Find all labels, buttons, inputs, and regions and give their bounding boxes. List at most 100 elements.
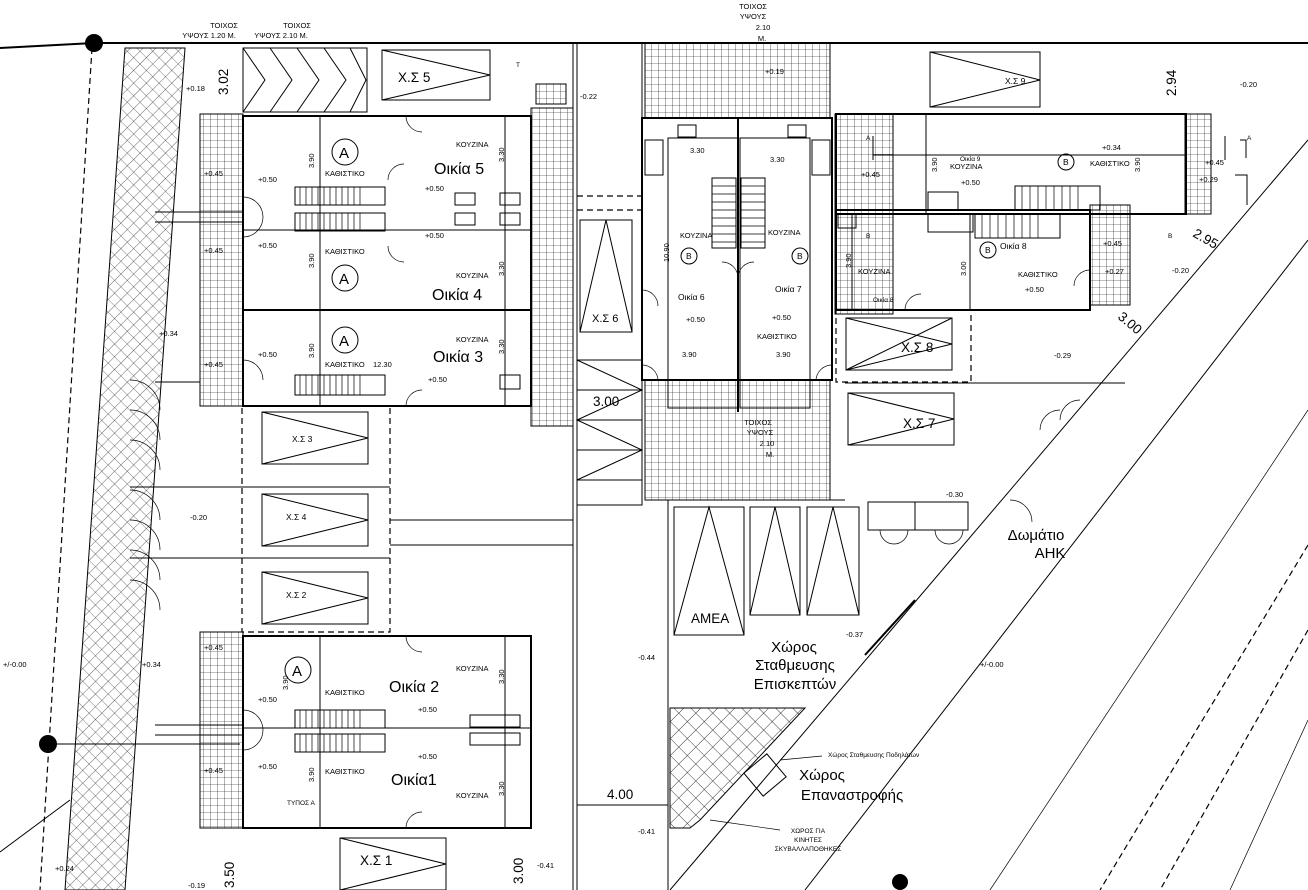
leader-lines (709, 755, 823, 831)
houses-6-7-block (641, 117, 833, 412)
dim-3-90-a: 3.90 (682, 350, 697, 359)
house-3-label: Οικία 3 (433, 349, 483, 366)
top-hatch (242, 47, 368, 113)
level-24b: +0.50 (425, 184, 444, 193)
bins-label-2: ΚΙΝΗΤΕΣ (794, 837, 822, 844)
left-gates (129, 211, 243, 736)
dim-3-30-h1: 3.30 (497, 781, 506, 796)
house-8-label-small: Οικία 8 (873, 296, 894, 304)
level-24d: +0.50 (258, 241, 277, 250)
type-a-note: ΤΥΠΟΣ Α (287, 800, 316, 807)
level-16: -0.30 (946, 490, 963, 499)
house-5-label: Οικία 5 (434, 161, 484, 178)
dim-3-30-h3: 3.30 (497, 339, 506, 354)
level-24c: +0.50 (425, 231, 444, 240)
dim-3-90-h9: 3.90 (930, 157, 939, 172)
right-parking (835, 51, 1125, 446)
dim-10-90: 10.90 (662, 243, 671, 262)
level-11d: +0.50 (1025, 285, 1044, 294)
living-8: ΚΑΘΙΣΤΙΚΟ (1018, 270, 1058, 279)
dim-2-94: 2.94 (1164, 69, 1179, 96)
living-5: ΚΑΘΙΣΤΙΚΟ (325, 169, 365, 178)
turning-area-1: Χώρος (799, 767, 845, 784)
wall-top-3: 2.10 (756, 23, 771, 32)
turning-area-2: Επαναστροφής (801, 787, 903, 804)
section-b-left: B (866, 233, 870, 240)
level-6: +0.45 (1205, 158, 1224, 167)
dim-3-00-h8: 3.00 (959, 261, 968, 276)
houses-8-9-block (835, 113, 1248, 311)
paving-areas (199, 42, 1212, 829)
kitchen-9: ΚΟΥΖΙΝΑ (950, 162, 982, 171)
level-2: -0.22 (580, 92, 597, 101)
dim-3-00-mid: 3.00 (593, 394, 619, 409)
level-13: +0.34 (159, 329, 178, 338)
dim-3-90-h5: 3.90 (307, 153, 316, 168)
kitchen-5: ΚΟΥΖΙΝΑ (456, 140, 488, 149)
wall-mid-3: 2.10 (760, 439, 775, 448)
dim-3-90-b: 3.90 (776, 350, 791, 359)
wall-120-label-1: ΤΟΙΧΟΣ (210, 21, 238, 30)
kitchen-2: ΚΟΥΖΙΝΑ (456, 664, 488, 673)
kitchen-8: ΚΟΥΖΙΝΑ (858, 267, 890, 276)
level-20: +0.34 (142, 660, 161, 669)
left-parking-row (130, 405, 391, 633)
level-24j: +0.50 (258, 762, 277, 771)
visitor-parking-3: Επισκεπτών (754, 676, 836, 693)
kitchen-3: ΚΟΥΖΙΝΑ (456, 335, 488, 344)
section-t: T (516, 62, 520, 69)
level-15b: +0.45 (204, 246, 223, 255)
house-2-label: Οικία 2 (389, 679, 439, 696)
living-67: ΚΑΘΙΣΤΙΚΟ (757, 332, 797, 341)
type-b-9: B (1063, 157, 1069, 167)
level-7: +0.29 (1199, 175, 1218, 184)
house-8-label: Οικία 8 (1000, 241, 1027, 251)
wall-210-label-1: ΤΟΙΧΟΣ (283, 21, 311, 30)
type-a-3: A (339, 333, 349, 350)
level-11: +0.50 (686, 315, 705, 324)
level-11c: +0.50 (961, 178, 980, 187)
parking-5-label: Χ.Σ 5 (398, 70, 430, 85)
wall-mid-4: Μ. (766, 450, 774, 459)
level-10: +0.27 (1105, 267, 1124, 276)
living-9: ΚΑΘΙΣΤΙΚΟ (1090, 159, 1130, 168)
level-22: +/-0.00 (980, 660, 1004, 669)
kitchen-6: ΚΟΥΖΙΝΑ (680, 231, 712, 240)
type-a-4: A (339, 271, 349, 288)
living-3: ΚΑΘΙΣΤΙΚΟ (325, 360, 365, 369)
dim-3-30-h5: 3.30 (497, 147, 506, 162)
wall-210-label-2: ΥΨΟΥΣ 2.10 Μ. (254, 31, 308, 40)
level-25: -0.41 (638, 827, 655, 836)
type-a-2: A (292, 663, 302, 680)
dim-3-30-h4: 3.30 (497, 261, 506, 276)
level-14: -0.29 (1054, 351, 1071, 360)
text-layer: ΤΟΙΧΟΣ ΥΨΟΥΣ 1.20 Μ. ΤΟΙΧΟΣ ΥΨΟΥΣ 2.10 Μ… (3, 2, 1257, 890)
bins-label-3: ΣΚΥΒΑΛΛΑΠΟΘΗΚΕΣ (775, 846, 842, 853)
turning-area-hatch (669, 707, 807, 829)
house-1-label: Οικία1 (391, 772, 437, 789)
visitor-parking-2: Σταθμευσης (755, 657, 835, 674)
wall-mid-2: ΥΨΟΥΣ (747, 428, 774, 437)
parking-2-label: Χ.Σ 2 (286, 590, 307, 600)
type-b-8: B (985, 245, 991, 255)
level-15: +0.45 (204, 169, 223, 178)
wall-top-4: Μ. (758, 34, 766, 43)
level-26: +0.24 (55, 864, 74, 873)
level-28: -0.41 (537, 861, 554, 870)
dim-3-90-h9b: 3.90 (1133, 157, 1142, 172)
level-3: +0.19 (765, 67, 784, 76)
bottom-top-parking (339, 49, 491, 890)
wall-top-2: ΥΨΟΥΣ (740, 12, 767, 21)
dim-3-30-a: 3.30 (690, 146, 705, 155)
parking-7-label: Χ.Σ 7 (903, 416, 935, 431)
kitchen-1: ΚΟΥΖΙΝΑ (456, 791, 488, 800)
parking-9-label: Χ.Σ 9 (1005, 76, 1026, 86)
level-24e: +0.50 (258, 350, 277, 359)
level-15c: +0.45 (204, 360, 223, 369)
visitor-parking-1: Χώρος (771, 639, 817, 656)
parking-6-label: Χ.Σ 6 (592, 313, 618, 325)
house-6-label: Οικία 6 (678, 292, 705, 302)
dim-3-00-bottom: 3.00 (511, 858, 526, 884)
level-5: +0.34 (1102, 143, 1121, 152)
